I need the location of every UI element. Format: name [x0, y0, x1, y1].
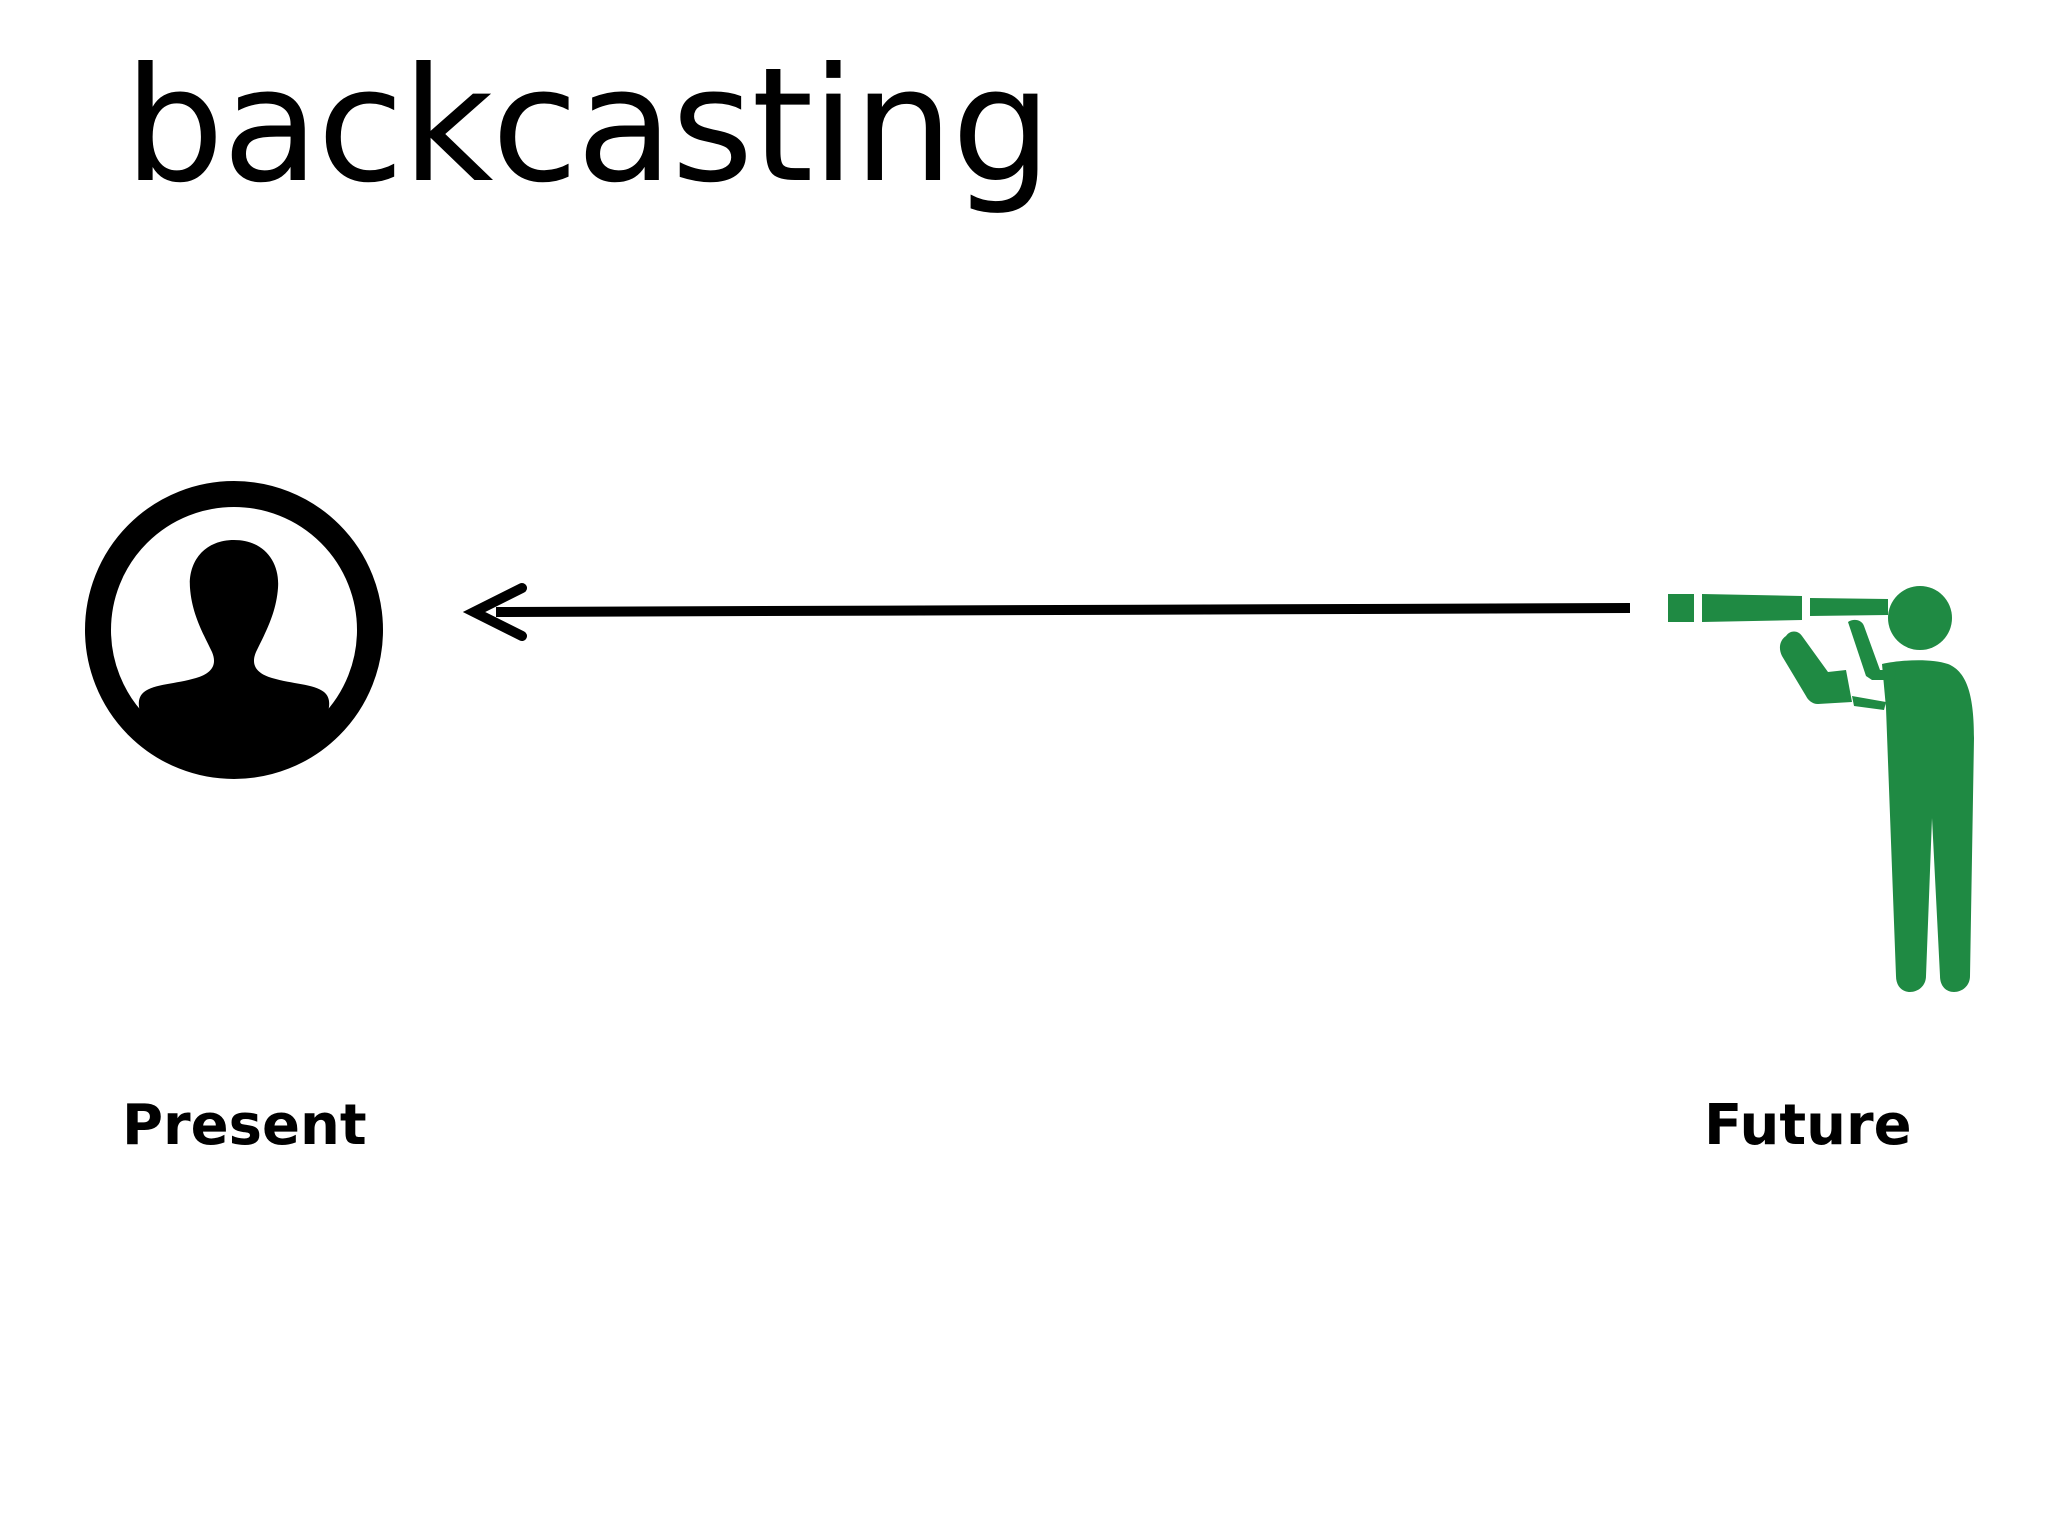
page-title: backcasting	[124, 34, 1052, 218]
person-circle-icon	[85, 481, 383, 779]
person-telescope-icon	[1668, 586, 1974, 992]
present-label: Present	[122, 1093, 367, 1158]
arrow-left	[462, 583, 1631, 641]
future-label: Future	[1704, 1093, 1912, 1158]
